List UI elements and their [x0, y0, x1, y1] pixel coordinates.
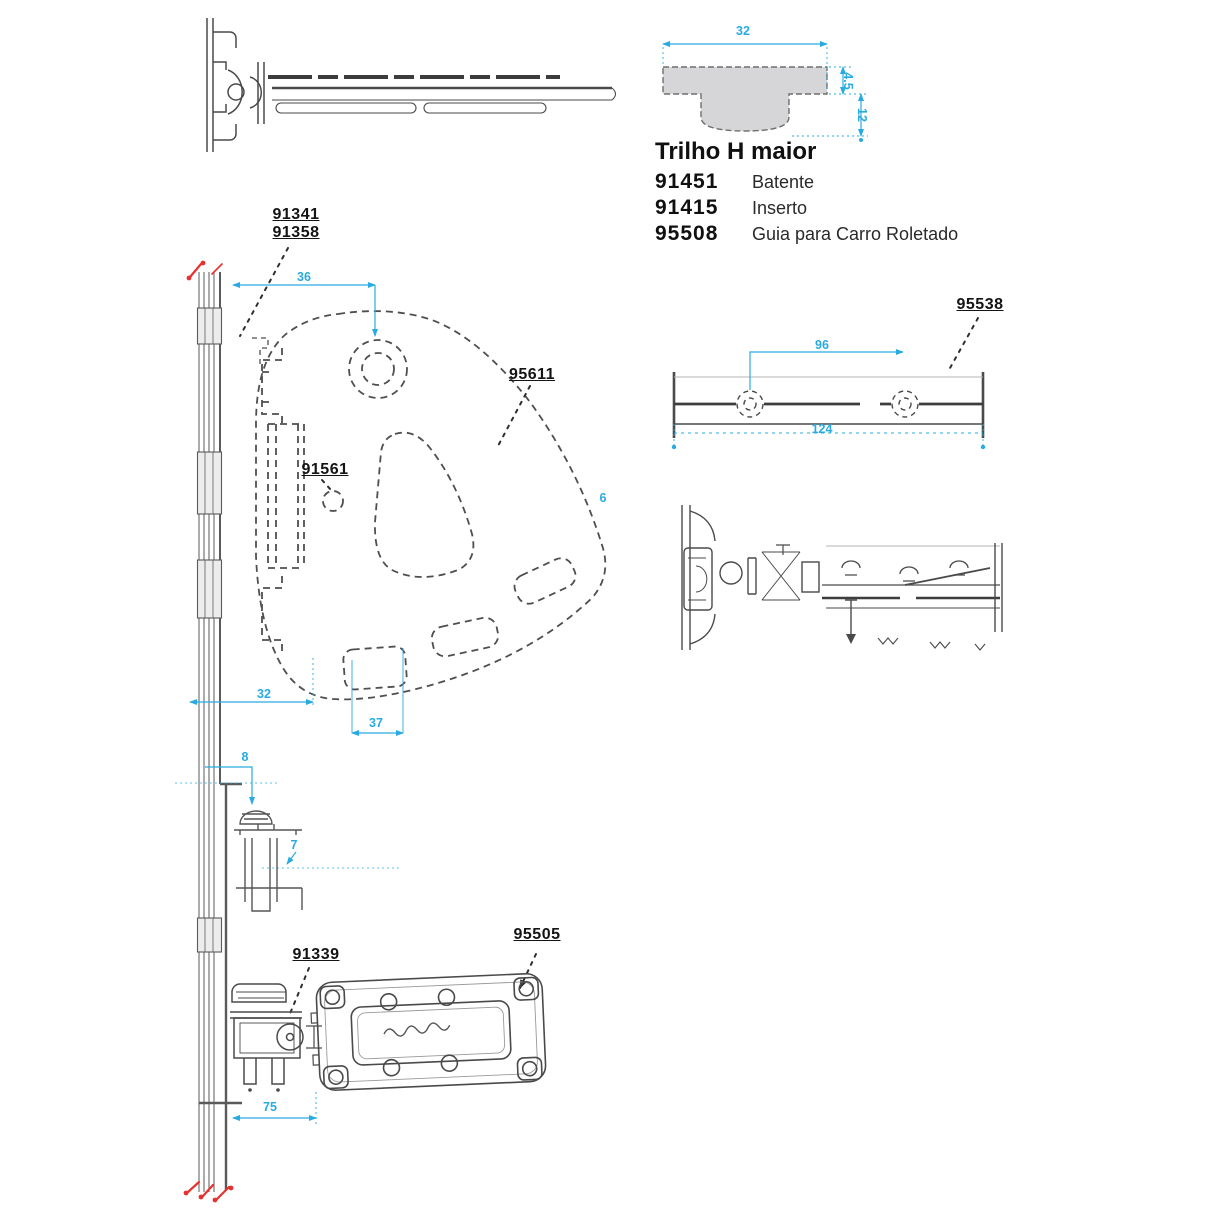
dim-bracket-edge: 6 — [599, 491, 607, 505]
dim-profile-lip: 4.5 — [841, 72, 855, 90]
dim-batente-height: 7 — [290, 838, 298, 852]
dim-rail-hole-spacing: 96 — [815, 338, 829, 352]
part-label-bottom-hinge: 91339 — [292, 946, 340, 963]
part-code: 91451 — [655, 170, 719, 193]
drawing-batente-part — [234, 810, 303, 912]
part-description: Inserto — [752, 198, 808, 218]
break-marks — [183, 260, 234, 1203]
dim-bottom-offset: 75 — [263, 1100, 277, 1114]
drawing-triangular-bracket — [252, 310, 607, 701]
part-label-hinge-bottom: 91358 — [272, 224, 320, 241]
drawing-carriage-plate — [310, 972, 547, 1091]
title-block-heading: Trilho H maior — [655, 138, 817, 165]
part-label-rail: 95538 — [956, 296, 1004, 313]
dim-rail-length: 124 — [811, 422, 833, 436]
dim-batente-offset: 8 — [241, 750, 249, 764]
dim-bracket-left-offset: 32 — [257, 687, 271, 701]
drawing-hinge-slide-side-view — [681, 505, 1003, 651]
part-label-bracket-hole: 91561 — [301, 461, 349, 478]
part-label-bracket: 95611 — [508, 366, 556, 383]
part-description: Guia para Carro Roletado — [752, 224, 959, 244]
part-code: 95508 — [655, 222, 719, 245]
part-description: Batente — [752, 172, 815, 192]
dim-bracket-top-offset: 36 — [297, 270, 311, 284]
dimension-lines-left — [175, 282, 404, 1124]
drawing-top-hinge-side-view — [206, 18, 617, 152]
dim-profile-height: 12 — [855, 108, 869, 122]
leader-lines — [239, 247, 979, 1017]
drawing-door-profile — [196, 272, 242, 1192]
dim-bracket-slot-width: 37 — [369, 716, 383, 730]
drawing-rail-top-view — [671, 349, 986, 450]
dim-profile-width: 32 — [736, 24, 750, 38]
drawing-rail-cross-section — [662, 41, 868, 142]
part-code: 91415 — [655, 196, 719, 219]
part-label-hinge-top: 91341 — [272, 206, 320, 223]
drawing-bottom-hinge — [230, 983, 322, 1092]
part-label-carriage: 95505 — [513, 926, 561, 943]
